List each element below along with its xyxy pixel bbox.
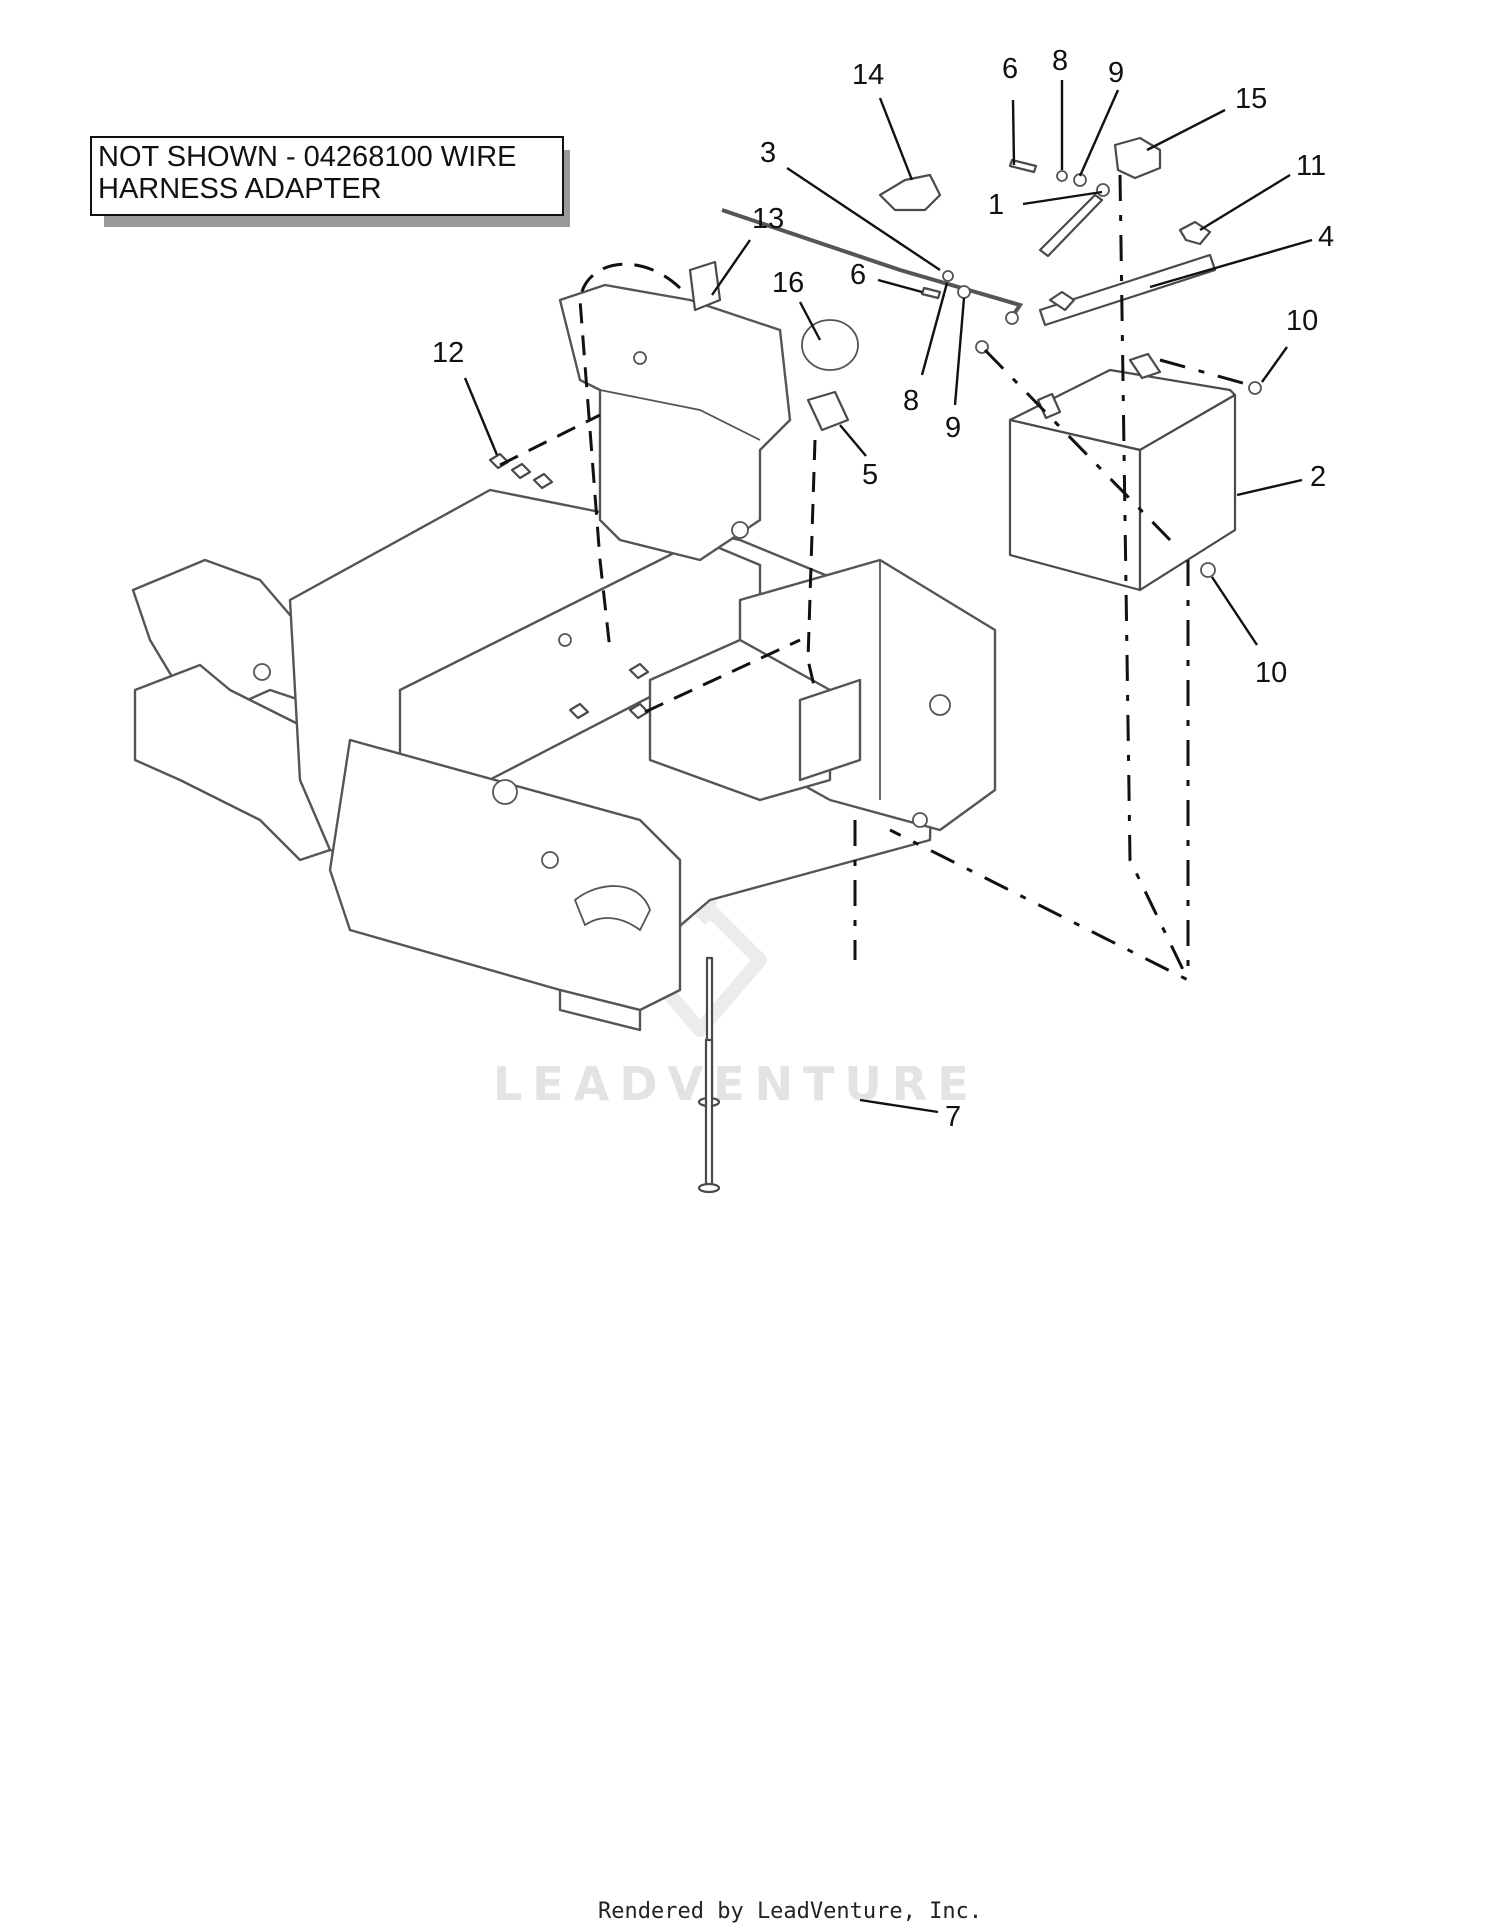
leader-5 [839, 424, 867, 457]
washer [1056, 170, 1068, 182]
callout-13: 13 [752, 203, 784, 235]
assembly-line [806, 439, 817, 691]
bolt [920, 286, 942, 300]
footer-credit: Rendered by LeadVenture, Inc. [598, 1899, 982, 1924]
long-rod [704, 1038, 714, 1187]
negative-cable [1038, 193, 1104, 258]
assembly-line [1159, 358, 1251, 387]
frame-tower-inner [599, 389, 761, 441]
callout-6b: 6 [850, 259, 866, 291]
leader-6a [1011, 99, 1016, 166]
callout-4: 4 [1318, 221, 1334, 253]
assembly-line [644, 638, 801, 714]
cable-ring-terminal [1096, 183, 1110, 197]
note-box [90, 136, 564, 216]
watermark-text: LEADVENTURE [493, 1057, 979, 1111]
battery-side [1138, 393, 1237, 592]
callout-6a: 6 [1002, 53, 1018, 85]
leader-9b [953, 297, 966, 406]
leader-11 [1199, 173, 1291, 232]
leader-9a [1078, 89, 1120, 177]
frame-hole [912, 812, 928, 828]
callout-10a: 10 [1286, 305, 1318, 337]
leader-6b [877, 278, 923, 294]
callout-11: 11 [1296, 150, 1326, 182]
nut [957, 285, 971, 299]
leader-16 [798, 301, 822, 341]
screw [568, 702, 590, 720]
frame-hole [541, 851, 559, 869]
assembly-line [499, 413, 601, 467]
battery-front [1008, 418, 1142, 592]
leader-4 [1149, 238, 1313, 289]
frame-rail-bottom [558, 988, 642, 1032]
screw [628, 662, 650, 680]
callout-7: 7 [945, 1101, 961, 1133]
callout-9a: 9 [1108, 57, 1124, 89]
cable-tie [801, 319, 859, 371]
relay [806, 390, 850, 432]
nut-10-bottom [1200, 562, 1216, 578]
note-line-1: NOT SHOWN - 04268100 WIRE [98, 141, 516, 173]
frame-hole [492, 779, 518, 805]
callout-3: 3 [760, 137, 776, 169]
assembly-line [983, 348, 1172, 542]
frame-tunnel-block [798, 678, 862, 782]
hold-down-bar [1038, 253, 1217, 327]
assembly-line [578, 262, 682, 651]
leader-15 [1146, 108, 1226, 152]
frame-tunnel [648, 638, 832, 802]
leader-10a [1261, 346, 1288, 383]
callout-2: 2 [1310, 461, 1326, 493]
leader-10b [1210, 576, 1259, 646]
frame-hole [731, 521, 749, 539]
callout-12: 12 [432, 337, 464, 369]
leader-12 [463, 377, 499, 456]
wing-nut-2 [1048, 290, 1076, 312]
note-line-2: HARNESS ADAPTER [98, 173, 382, 205]
bolt [1008, 158, 1038, 174]
frame-hole [929, 694, 951, 716]
terminal-boot-red [878, 173, 942, 212]
leader-lines [463, 80, 1313, 1114]
frame-slot [573, 885, 651, 932]
leader-14 [878, 97, 914, 181]
assembly-line [889, 174, 1192, 984]
screw [532, 472, 554, 490]
callout-9b: 9 [945, 412, 961, 444]
callout-16: 16 [772, 267, 804, 299]
callout-8b: 8 [903, 385, 919, 417]
leader-3 [786, 167, 941, 271]
leader-7 [859, 1098, 939, 1114]
leader-2 [1236, 478, 1303, 497]
leader-1 [1022, 190, 1103, 206]
callouts: 1 2 3 4 5 6 6 7 8 8 9 9 10 10 11 12 13 1… [432, 45, 1334, 1133]
callout-15: 15 [1235, 83, 1267, 115]
leader-8b [920, 282, 949, 376]
callout-14: 14 [852, 59, 884, 91]
assembly-lines [499, 174, 1251, 984]
battery [1008, 352, 1237, 592]
callout-8a: 8 [1052, 45, 1068, 77]
cable-ring-terminal [1005, 311, 1019, 325]
frame-hole [253, 663, 271, 681]
leader-13 [711, 239, 751, 296]
frame-hole [558, 633, 572, 647]
screw [510, 462, 532, 480]
chassis-frame [131, 283, 997, 1032]
callout-5: 5 [862, 459, 878, 491]
callout-1: 1 [988, 189, 1004, 221]
terminal-boot-black [1113, 136, 1162, 180]
frame-hole [633, 351, 647, 365]
long-rod-head [697, 1182, 721, 1194]
battery-terminal-right [1128, 352, 1162, 380]
washer [942, 270, 954, 282]
not-shown-note: NOT SHOWN - 04268100 WIRE HARNESS ADAPTE… [90, 136, 570, 227]
callout-10b: 10 [1255, 657, 1287, 689]
spacer [688, 260, 722, 312]
nut-10-top [1248, 381, 1262, 395]
